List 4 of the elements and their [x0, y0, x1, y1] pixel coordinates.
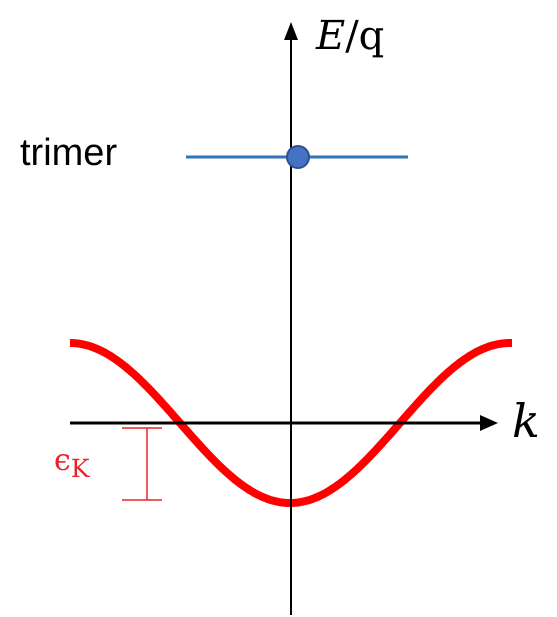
axis-label: k — [512, 398, 540, 444]
dimension-label: ϵ$_{K}$ — [54, 446, 90, 481]
axis-label: E/q — [316, 16, 384, 56]
level-label: trimer — [20, 134, 118, 172]
